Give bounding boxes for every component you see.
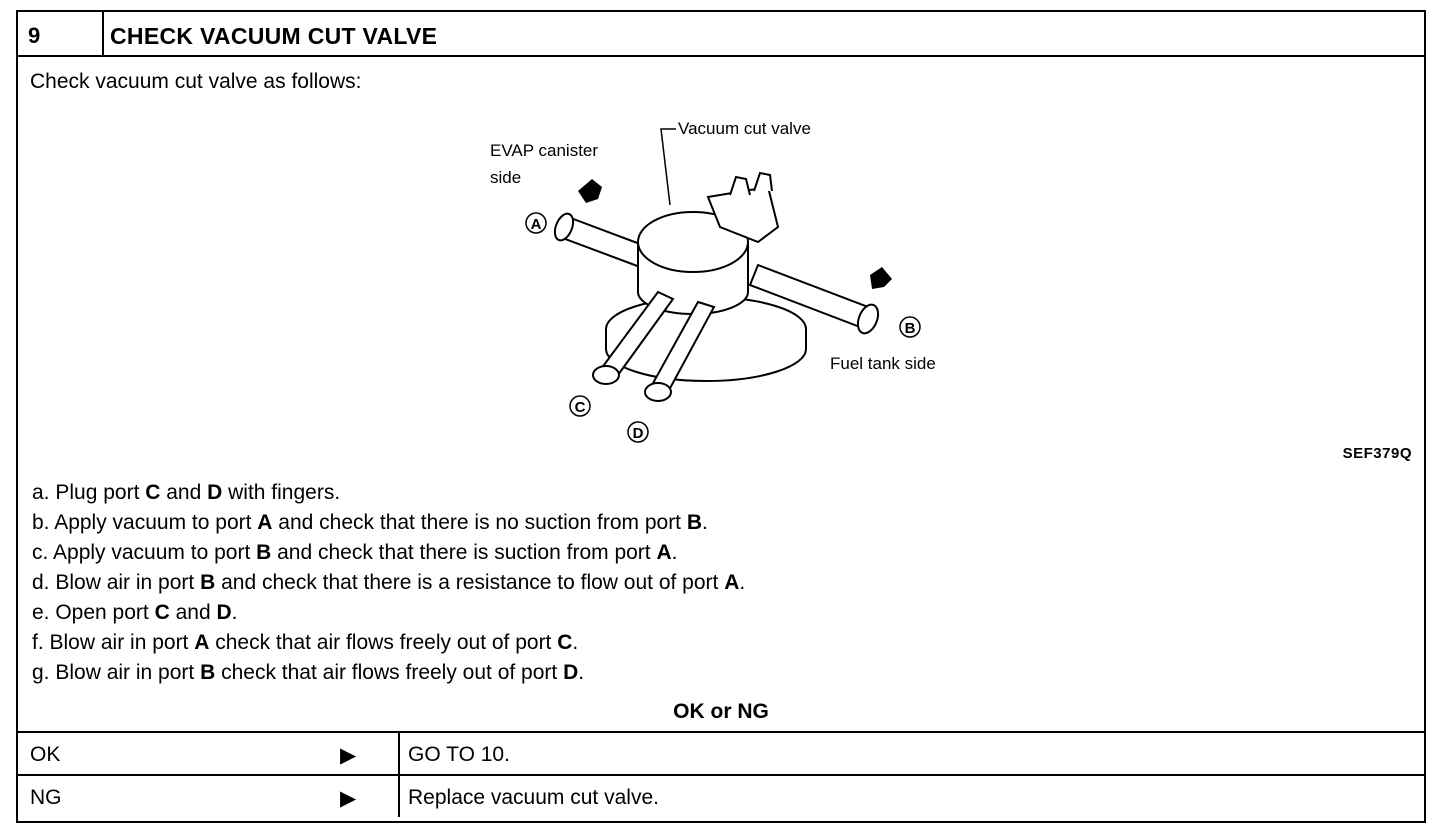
port-letter: C xyxy=(145,481,161,504)
inspection-step-table: 9 CHECK VACUUM CUT VALVE Check vacuum cu… xyxy=(16,10,1426,823)
step-text: d. Blow air in port xyxy=(32,571,201,594)
step-text: . xyxy=(578,661,585,684)
port-b-label: B xyxy=(905,320,916,337)
step-text: and check that there is no suction from … xyxy=(272,511,687,534)
evap-canister-label-line1: EVAP canister xyxy=(490,141,598,160)
result-action: Replace vacuum cut valve. xyxy=(408,786,659,809)
port-letter: A xyxy=(257,511,273,534)
procedure-steps: a. Plug port C and D with fingers.b. App… xyxy=(32,478,745,688)
step-text: and check that there is a resistance to … xyxy=(215,571,725,594)
step-text: . xyxy=(671,541,678,564)
evap-canister-label-line2: side xyxy=(490,168,521,187)
result-action: GO TO 10. xyxy=(408,743,510,766)
step-number: 9 xyxy=(18,12,104,55)
step-title: CHECK VACUUM CUT VALVE xyxy=(110,23,438,49)
port-letter: C xyxy=(557,631,573,654)
procedure-step: g. Blow air in port B check that air flo… xyxy=(32,658,745,688)
step-text: check that air flows freely out of port xyxy=(215,661,564,684)
right-arrow-icon: ▶ xyxy=(340,744,357,767)
column-divider xyxy=(398,776,400,817)
result-row-ok: OK ▶ GO TO 10. xyxy=(18,731,1424,774)
intro-text: Check vacuum cut valve as follows: xyxy=(30,70,362,93)
port-letter: A xyxy=(724,571,740,594)
port-letter: B xyxy=(200,661,216,684)
step-text: f. Blow air in port xyxy=(32,631,195,654)
result-condition: NG xyxy=(30,786,62,809)
port-letter: B xyxy=(200,571,216,594)
step-text: and xyxy=(160,481,208,504)
step-text: and xyxy=(169,601,217,624)
result-condition: OK xyxy=(30,743,61,766)
port-d-label: D xyxy=(633,425,644,442)
vacuum-cut-valve-diagram: A B C D Vacuum cut valve EVAP canister s… xyxy=(490,119,936,443)
procedure-step: c. Apply vacuum to port B and check that… xyxy=(32,538,745,568)
port-letter: A xyxy=(194,631,210,654)
column-divider xyxy=(398,733,400,774)
step-text: . xyxy=(231,601,238,624)
step-text: . xyxy=(572,631,579,654)
procedure-step: b. Apply vacuum to port A and check that… xyxy=(32,508,745,538)
step-text: g. Blow air in port xyxy=(32,661,201,684)
port-letter: B xyxy=(256,541,272,564)
step-text: b. Apply vacuum to port xyxy=(32,511,258,534)
port-letter: C xyxy=(154,601,170,624)
fuel-tank-side-label: Fuel tank side xyxy=(830,354,936,373)
procedure-step: f. Blow air in port A check that air flo… xyxy=(32,628,745,658)
step-text: c. Apply vacuum to port xyxy=(32,541,257,564)
step-header: 9 CHECK VACUUM CUT VALVE xyxy=(18,12,1424,57)
port-letter: D xyxy=(563,661,579,684)
port-letter: A xyxy=(656,541,672,564)
right-arrow-icon: ▶ xyxy=(340,787,357,810)
port-letter: D xyxy=(207,481,223,504)
step-text: . xyxy=(702,511,708,534)
port-a-label: A xyxy=(531,216,542,233)
vacuum-cut-valve-label: Vacuum cut valve xyxy=(678,119,811,138)
step-text: and check that there is suction from por… xyxy=(271,541,657,564)
result-heading: OK or NG xyxy=(673,700,769,723)
port-letter: B xyxy=(686,511,703,534)
figure-code: SEF379Q xyxy=(1342,445,1412,462)
step-text: with fingers. xyxy=(222,481,341,504)
step-text: a. Plug port xyxy=(32,481,146,504)
result-row-ng: NG ▶ Replace vacuum cut valve. xyxy=(18,774,1424,817)
procedure-step: d. Blow air in port B and check that the… xyxy=(32,568,745,598)
port-letter: D xyxy=(216,601,232,624)
step-text: check that air flows freely out of port xyxy=(209,631,558,654)
procedure-step: a. Plug port C and D with fingers. xyxy=(32,478,745,508)
step-text: . xyxy=(739,571,746,594)
procedure-step: e. Open port C and D. xyxy=(32,598,745,628)
port-c-label: C xyxy=(575,399,586,416)
step-text: e. Open port xyxy=(32,601,155,624)
